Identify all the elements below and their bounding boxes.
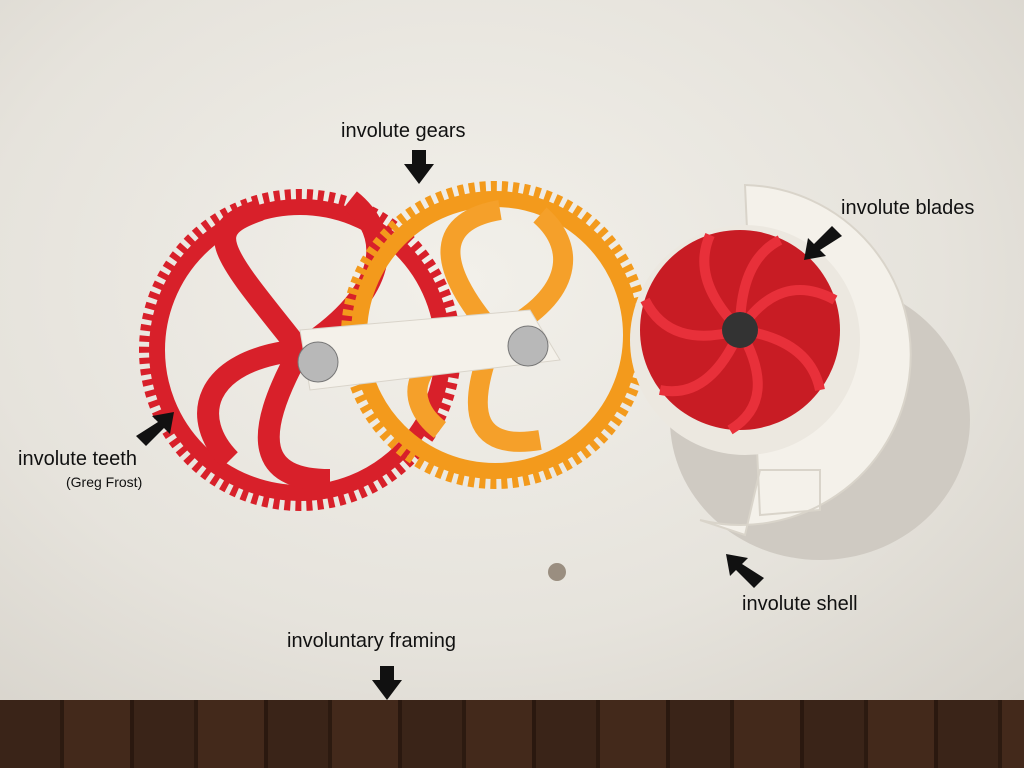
label-involute-blades: involute blades [841,197,975,219]
arrow-down-left-icon [804,226,842,260]
red-gear [139,189,461,511]
label-credit: (Greg Frost) [66,474,143,490]
arrows [136,150,842,700]
label-involute-gears: involute gears [341,120,466,142]
wooden-floor [0,700,1024,768]
label-involute-shell: involute shell [742,593,858,615]
arrow-up-left-icon [726,554,764,588]
bolt-right [507,325,549,367]
arrow-up-right-icon [136,412,174,446]
arrow-down-icon [404,150,434,184]
label-involuntary-framing: involuntary framing [287,630,456,652]
arrow-down-icon [372,666,402,700]
board-hole [548,563,566,581]
bolt-left [297,341,339,383]
impeller-blades [640,230,840,435]
label-involute-teeth: involute teeth [18,448,137,470]
